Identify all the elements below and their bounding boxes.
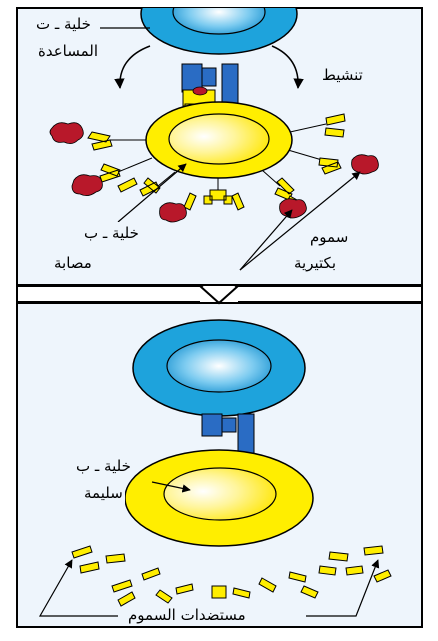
antitoxins — [71, 545, 392, 607]
helper-t-nucleus — [172, 8, 266, 35]
activation-arrow-left — [114, 45, 151, 90]
receptor-complex-bottom — [201, 413, 255, 459]
healthy-b-nucleus — [163, 467, 277, 521]
helper-t-label-2: المساعدة — [36, 40, 101, 62]
helper-t-label-1: خلية ـ ت — [34, 13, 93, 35]
activation-arrow-right — [271, 45, 304, 90]
infected-b-nucleus — [168, 113, 270, 165]
antitoxin-pointer-right — [306, 559, 380, 617]
toxins-label-1: سموم — [308, 226, 351, 248]
toxins-label-2: بكتيرية — [292, 252, 339, 274]
healthy-b-pointer — [151, 481, 191, 493]
toxin-pointer-1 — [239, 171, 361, 271]
infected-b-label-2: مصابة — [52, 252, 94, 274]
transition-arrow — [16, 284, 423, 305]
activation-label: تنشيط — [320, 64, 365, 86]
bacterial-toxins-top — [49, 122, 379, 223]
toxin-pointer-2 — [239, 209, 293, 271]
infected-b-label-1: خلية ـ ب — [82, 222, 141, 244]
infected-b-pointer — [117, 163, 187, 223]
infected-b-cell-group — [49, 101, 379, 223]
healthy-b-label-1: خلية ـ ب — [74, 455, 133, 477]
helper-t-nucleus-bottom — [166, 339, 272, 393]
antitoxin-pointer-left — [38, 559, 118, 617]
healthy-b-label-2: سليمة — [82, 482, 125, 504]
antitoxins-label: مستضدات السموم — [126, 604, 248, 626]
